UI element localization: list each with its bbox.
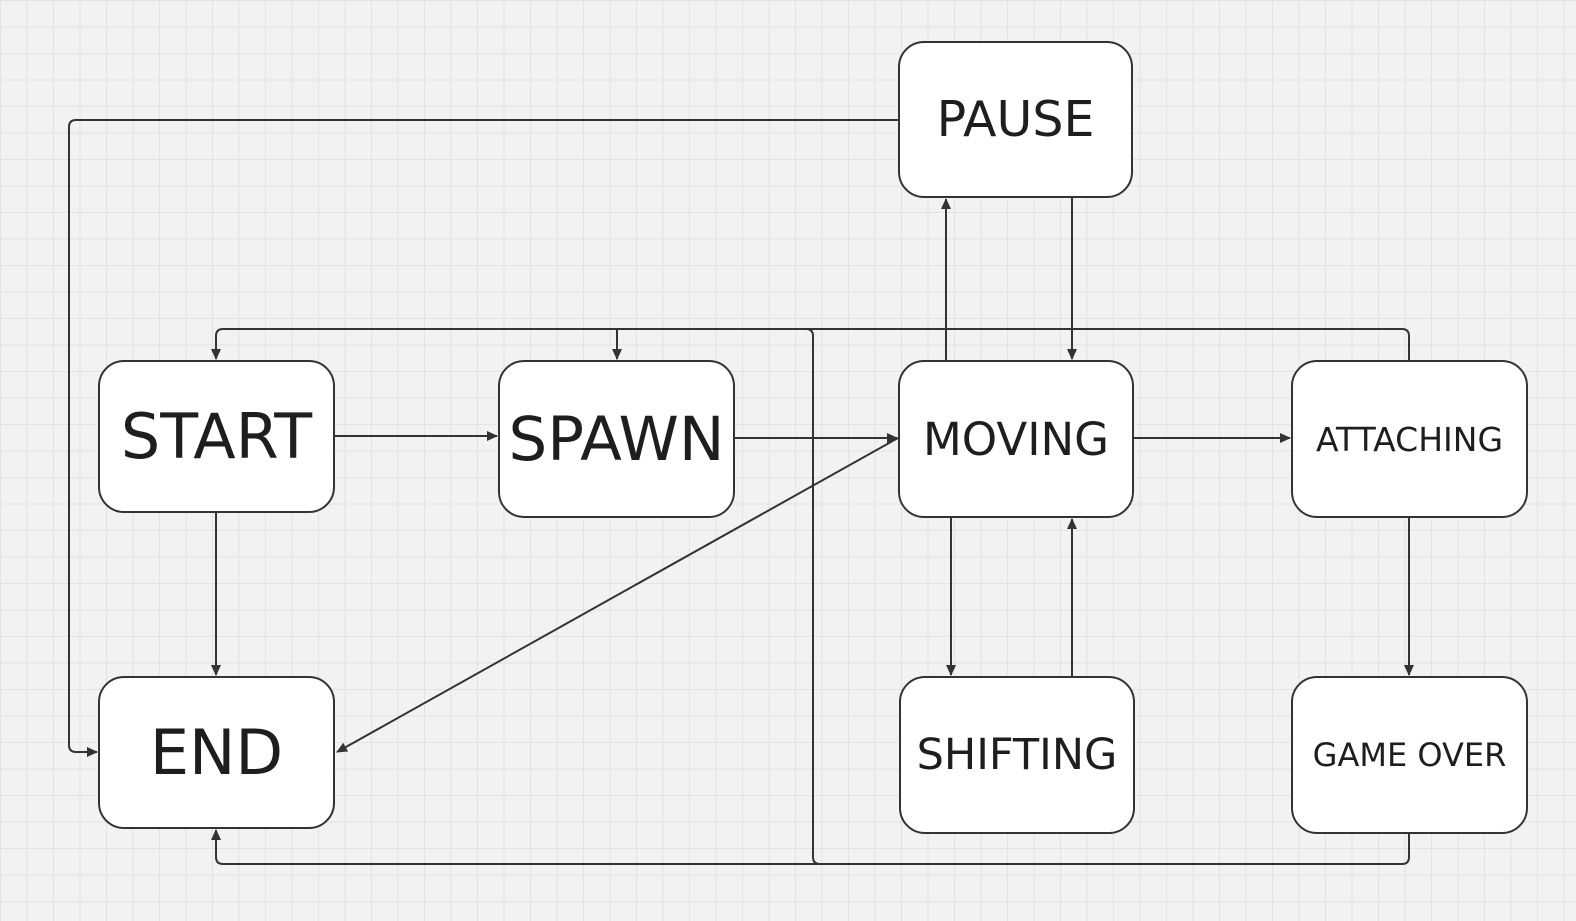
node-moving-label: MOVING — [922, 412, 1110, 466]
node-end[interactable]: END — [98, 676, 335, 829]
node-start[interactable]: START — [98, 360, 335, 513]
node-pause-label: PAUSE — [936, 91, 1095, 148]
node-moving[interactable]: MOVING — [898, 360, 1134, 518]
node-spawn[interactable]: SPAWN — [498, 360, 735, 518]
node-shifting-label: SHIFTING — [916, 729, 1118, 780]
edge-game-over-to-end[interactable] — [211, 829, 1410, 865]
node-game-over-label: GAME OVER — [1312, 736, 1507, 774]
node-pause[interactable]: PAUSE — [898, 41, 1133, 198]
node-spawn-label: SPAWN — [508, 403, 725, 475]
connector-line-vertical[interactable] — [805, 328, 821, 865]
node-attaching-label: ATTACHING — [1315, 419, 1504, 459]
node-attaching[interactable]: ATTACHING — [1291, 360, 1528, 518]
node-end-label: END — [149, 715, 284, 789]
node-shifting[interactable]: SHIFTING — [899, 676, 1135, 834]
edge-moving-to-end[interactable] — [336, 437, 899, 753]
edge-pause-to-end[interactable] — [68, 119, 898, 757]
node-start-label: START — [120, 399, 313, 473]
node-game-over[interactable]: GAME OVER — [1291, 676, 1528, 834]
edge-attaching-to-start[interactable] — [211, 328, 1410, 360]
